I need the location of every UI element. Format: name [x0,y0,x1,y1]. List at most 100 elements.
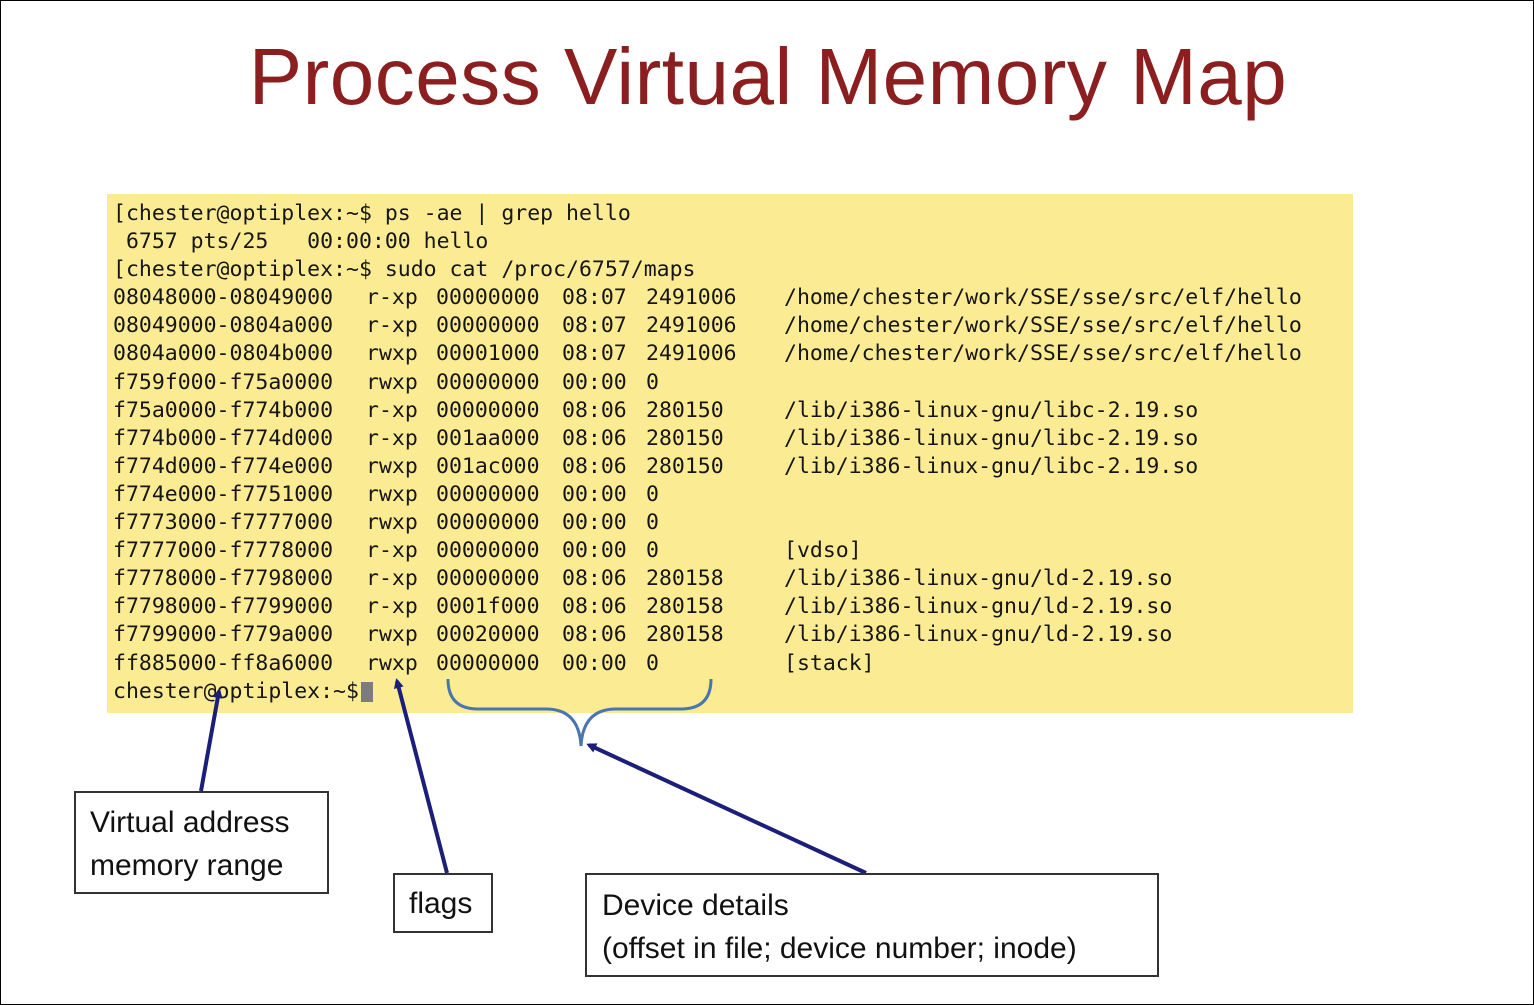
perm-flags: r-xp [366,566,418,592]
device-number: 08:06 [562,453,627,479]
slide-title: Process Virtual Memory Map [248,32,1288,121]
inode-number: 0 [646,650,659,676]
callout-device-line2: (offset in file; device number; inode) [602,932,1077,965]
perm-flags: rwxp [366,510,418,536]
maps-listing: 08048000-08049000 r-xp 00000000 08:07 249100… [113,284,1353,677]
mapped-path: /lib/i386-linux-gnu/libc-2.19.so [784,453,1199,479]
mapped-path: /home/chester/work/SSE/sse/src/elf/hello [784,285,1302,311]
address-range: 0804a000-0804b000 [113,341,334,367]
perm-flags: r-xp [366,538,418,564]
inode-number: 280158 [646,622,724,648]
inode-number: 0 [646,369,659,395]
perm-flags: rwxp [366,650,418,676]
file-offset: 00000000 [436,650,540,676]
terminal-cursor [360,681,373,702]
inode-number: 0 [646,538,659,564]
callout-flags-text: flags [409,887,473,920]
mapped-path: /lib/i386-linux-gnu/ld-2.19.so [784,594,1173,620]
mapped-path: /lib/i386-linux-gnu/libc-2.19.so [784,397,1199,423]
callout-flags: flags [393,873,493,933]
file-offset: 00000000 [436,481,540,507]
file-offset: 00020000 [436,622,540,648]
maps-row: f774b000-f774d000 r-xp 001aa000 08:06 280150… [113,425,1353,453]
address-range: 08048000-08049000 [113,285,334,311]
callout-range-line2: memory range [90,849,284,882]
terminal-screenshot: [chester@optiplex:~$ ps -ae | grep hello… [107,194,1353,713]
device-number: 00:00 [562,481,627,507]
maps-row: f7773000-f7777000 rwxp 00000000 00:00 0 [113,509,1353,537]
terminal-final-prompt: chester@optiplex:~$ [113,678,1353,706]
file-offset: 00000000 [436,397,540,423]
mapped-path: [stack] [784,650,875,676]
terminal-command-cat: [chester@optiplex:~$ sudo cat /proc/6757… [113,257,696,283]
callout-device-details: Device details (offset in file; device n… [585,873,1159,977]
maps-row: ff885000-ff8a6000 rwxp 00000000 00:00 0 [stac… [113,650,1353,678]
perm-flags: rwxp [366,622,418,648]
inode-number: 0 [646,510,659,536]
inode-number: 0 [646,481,659,507]
device-number: 08:06 [562,594,627,620]
maps-row: f774e000-f7751000 rwxp 00000000 00:00 0 [113,481,1353,509]
address-range: f774b000-f774d000 [113,425,334,451]
mapped-path: /home/chester/work/SSE/sse/src/elf/hello [784,341,1302,367]
device-number: 00:00 [562,369,627,395]
device-number: 08:07 [562,313,627,339]
inode-number: 2491006 [646,313,737,339]
address-range: f7773000-f7777000 [113,510,334,536]
file-offset: 00000000 [436,566,540,592]
device-number: 00:00 [562,538,627,564]
mapped-path: /home/chester/work/SSE/sse/src/elf/hello [784,313,1302,339]
terminal-command-ps: [chester@optiplex:~$ ps -ae | grep hello [113,201,631,226]
address-range: f774d000-f774e000 [113,453,334,479]
maps-row: f7777000-f7778000 r-xp 00000000 00:00 0 [vdso… [113,537,1353,565]
address-range: ff885000-ff8a6000 [113,650,334,676]
file-offset: 001aa000 [436,425,540,451]
file-offset: 00001000 [436,341,540,367]
perm-flags: r-xp [366,285,418,311]
device-number: 08:06 [562,622,627,648]
file-offset: 00000000 [436,538,540,564]
device-number: 00:00 [562,650,627,676]
address-range: f7778000-f7798000 [113,566,334,592]
perm-flags: rwxp [366,369,418,395]
perm-flags: r-xp [366,397,418,423]
maps-row: f7778000-f7798000 r-xp 00000000 08:06 280158… [113,565,1353,593]
file-offset: 00000000 [436,510,540,536]
file-offset: 001ac000 [436,453,540,479]
perm-flags: rwxp [366,481,418,507]
terminal-ps-output: 6757 pts/25 00:00:00 hello [113,229,489,255]
inode-number: 280150 [646,397,724,423]
inode-number: 2491006 [646,285,737,311]
maps-row: 0804a000-0804b000 rwxp 00001000 08:07 249100… [113,340,1353,368]
device-number: 08:06 [562,566,627,592]
address-range: f7777000-f7778000 [113,538,334,564]
callout-virtual-address-range: Virtual address memory range [74,791,329,894]
file-offset: 00000000 [436,313,540,339]
perm-flags: rwxp [366,341,418,367]
file-offset: 00000000 [436,285,540,311]
inode-number: 280158 [646,594,724,620]
file-offset: 0001f000 [436,594,540,620]
address-range: f774e000-f7751000 [113,481,334,507]
mapped-path: [vdso] [784,538,862,564]
device-number: 08:07 [562,341,627,367]
address-range: f75a0000-f774b000 [113,397,334,423]
inode-number: 2491006 [646,341,737,367]
inode-number: 280150 [646,425,724,451]
inode-number: 280158 [646,566,724,592]
perm-flags: r-xp [366,425,418,451]
perm-flags: rwxp [366,453,418,479]
perm-flags: r-xp [366,594,418,620]
device-number: 08:06 [562,425,627,451]
device-number: 00:00 [562,510,627,536]
final-prompt-text: chester@optiplex:~$ [113,678,359,704]
callout-device-line1: Device details [602,889,789,922]
